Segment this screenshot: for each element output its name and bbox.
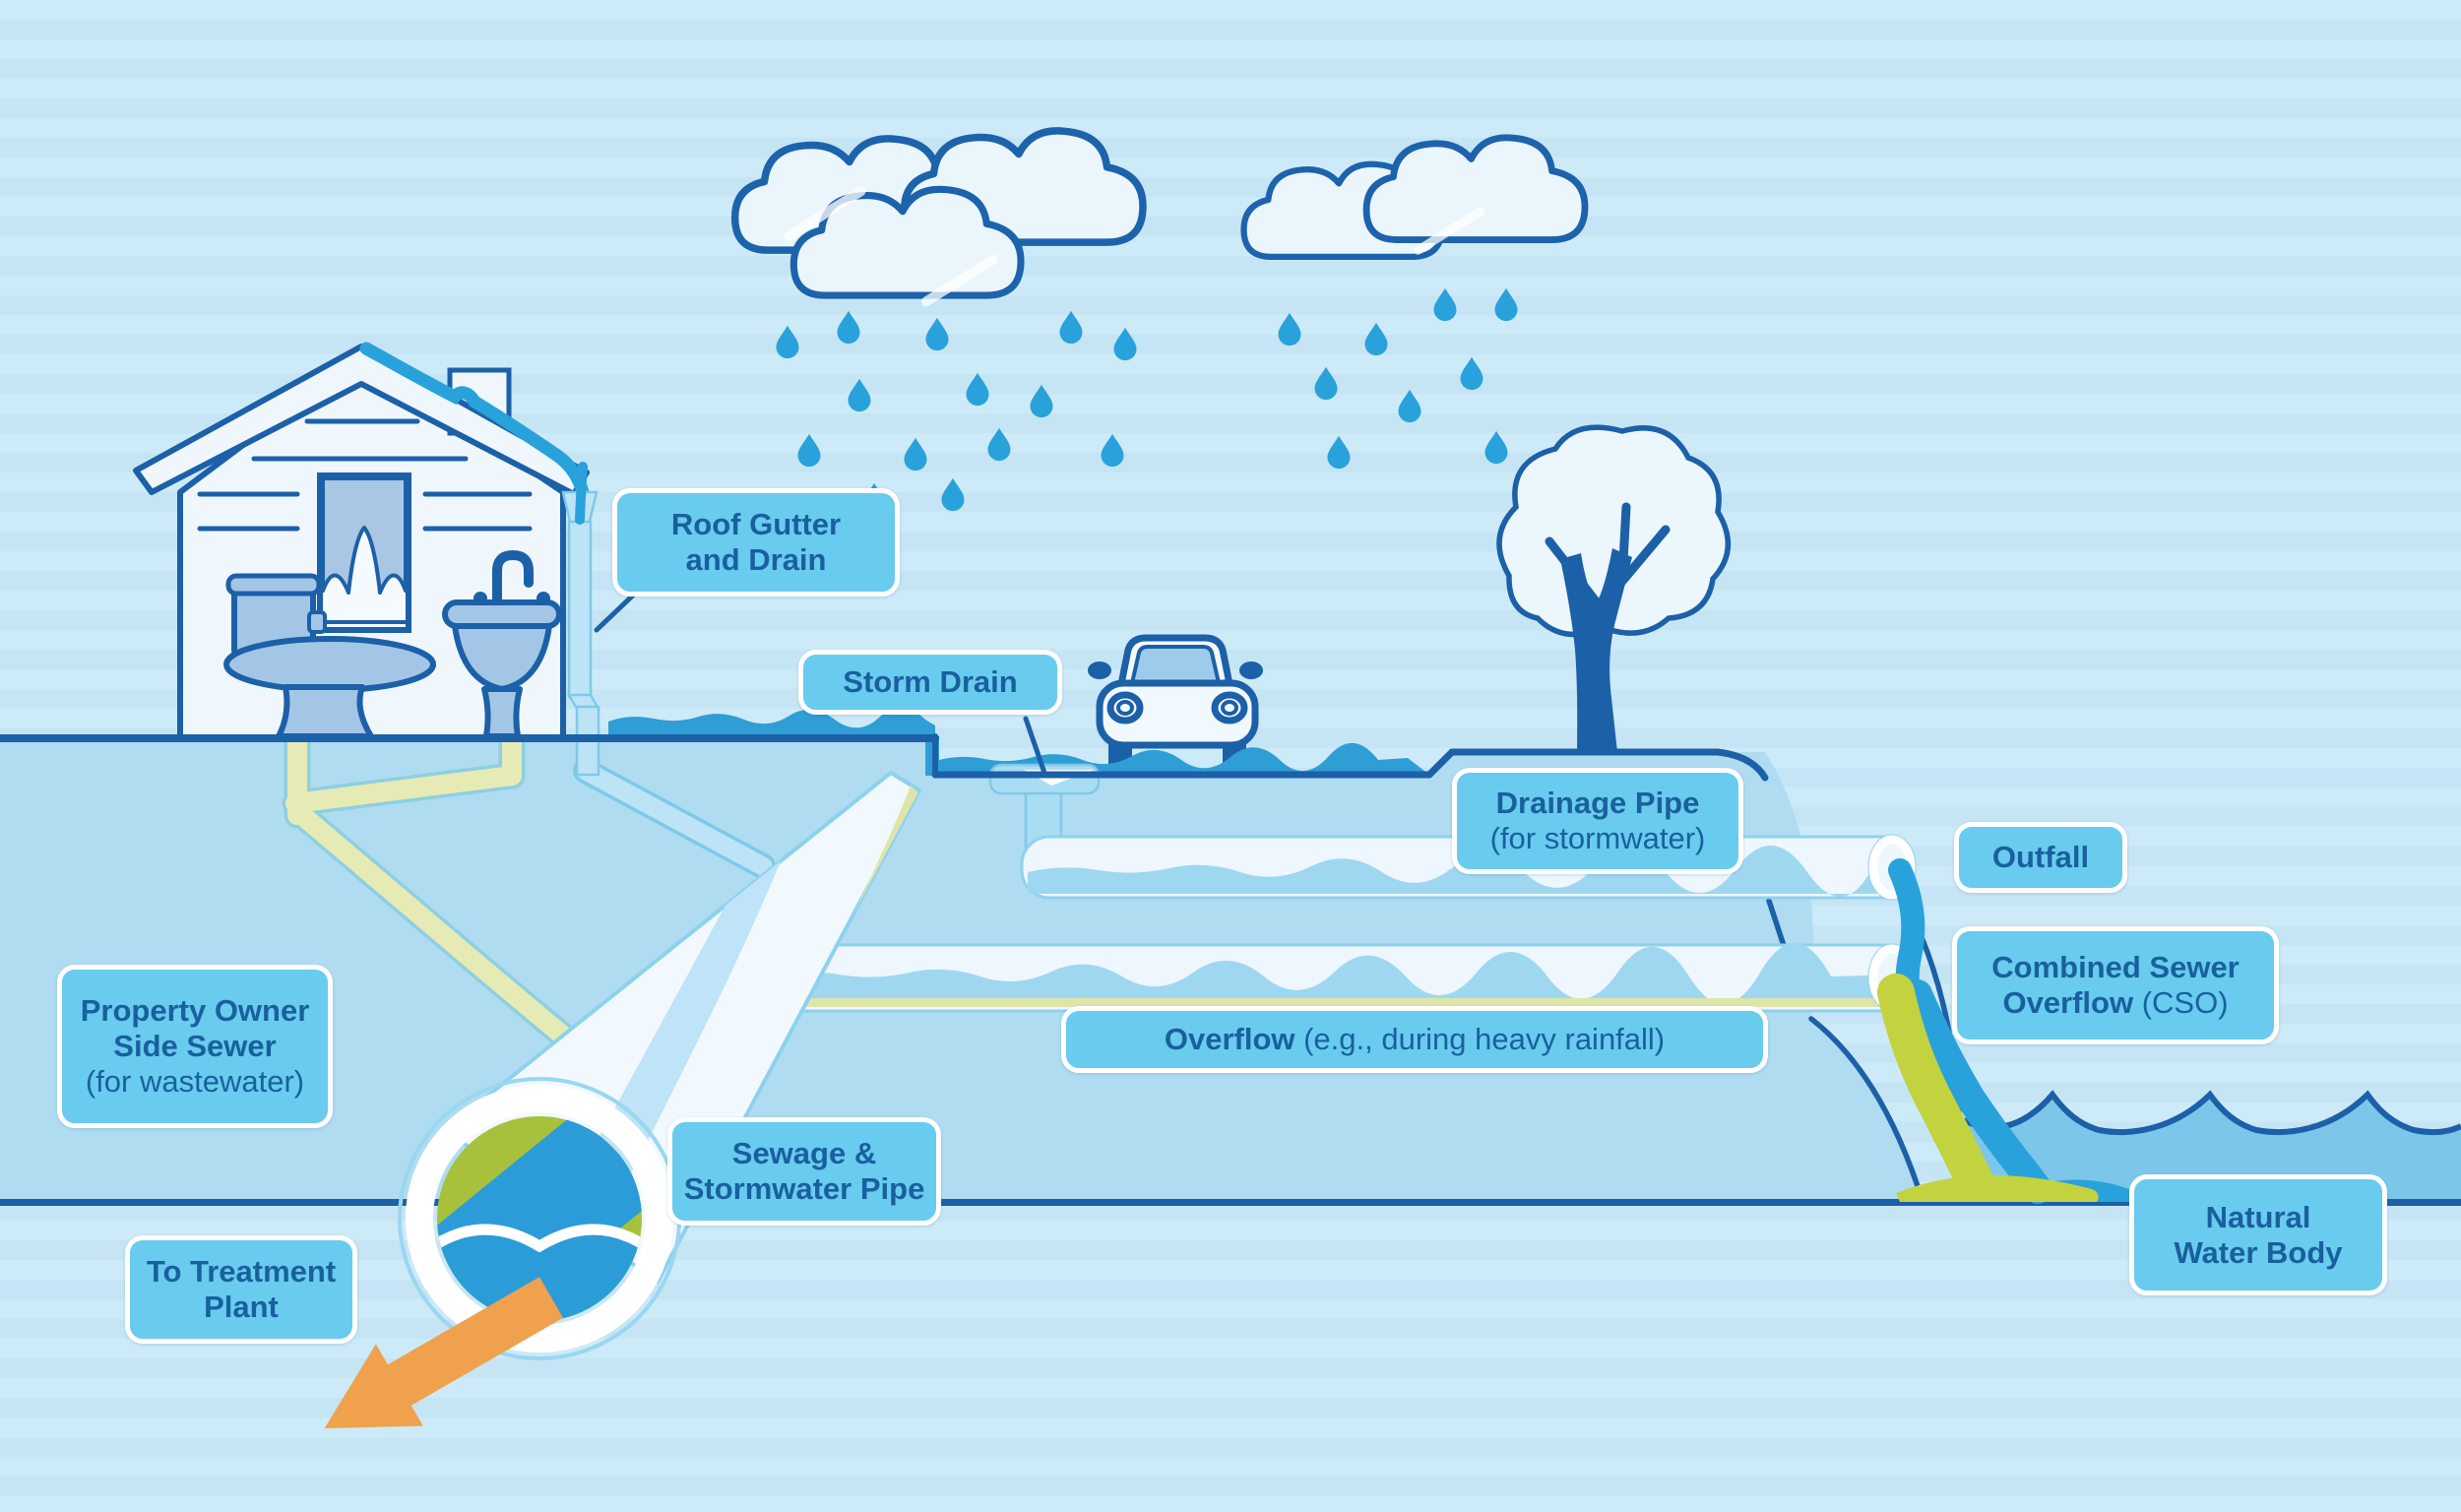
cross-section-crest <box>437 1224 642 1253</box>
label-bold-text: Overflow <box>1164 1022 1295 1057</box>
tree-icon <box>1496 424 1732 752</box>
overflow-pipe <box>758 942 1916 1013</box>
rain-clouds <box>735 131 1585 307</box>
leader-storm-drain <box>1023 716 1048 779</box>
raindrop-icon <box>904 437 927 472</box>
label-line: Storm Drain <box>843 664 1018 700</box>
label-line: Overflow (e.g., during heavy rainfall) <box>1165 1022 1665 1057</box>
raindrop-icon <box>1433 287 1457 322</box>
downspout-underground-pipe <box>573 758 776 879</box>
cso-stream-water <box>1903 979 2052 1204</box>
label-outfall: Outfall <box>1954 822 2127 893</box>
label-line: (for wastewater) <box>85 1063 305 1099</box>
overflow-pipe-sewage-strip <box>770 998 1896 1007</box>
raindrop-icon <box>1484 430 1508 465</box>
bottom-ground-line <box>0 1199 2461 1206</box>
wave-line <box>1955 1090 2461 1136</box>
raindrop-icon <box>1059 310 1083 345</box>
raindrop-icon <box>966 372 989 407</box>
label-drainage-pipe: Drainage Pipe (for stormwater) <box>1452 768 1743 874</box>
raindrop-icon <box>837 310 860 345</box>
label-line: Overflow (CSO) <box>2002 985 2228 1021</box>
label-line: (for stormwater) <box>1489 821 1706 855</box>
downspout-water <box>575 462 588 525</box>
label-line: and Drain <box>685 542 827 577</box>
leader-roof-gutter <box>594 588 641 633</box>
raindrop-icon <box>1278 312 1301 346</box>
leader-lines <box>594 588 1048 779</box>
raindrop-icon <box>1030 384 1053 418</box>
ground-surface-line <box>0 733 1769 782</box>
side-sewer-pipes <box>282 726 602 1071</box>
raindrop-icon <box>1314 366 1338 401</box>
water-body <box>1955 1090 2461 1199</box>
overflow-pipe-water <box>768 942 1894 1005</box>
cloud-shine <box>784 186 1485 307</box>
cso-stream-sewage <box>1877 974 1993 1200</box>
label-to-treatment-plant: To Treatment Plant <box>125 1235 357 1344</box>
label-line: Natural <box>2205 1199 2311 1234</box>
label-line: Roof Gutter <box>670 507 842 542</box>
siding-lines <box>197 418 533 532</box>
label-line: Drainage Pipe <box>1495 786 1700 821</box>
label-overflow: Overflow (e.g., during heavy rainfall) <box>1061 1006 1768 1073</box>
label-regular-text: (e.g., during heavy rainfall) <box>1294 1022 1666 1057</box>
label-bold-text: Overflow <box>2002 985 2134 1020</box>
label-line: Plant <box>204 1290 279 1324</box>
raindrop-icon <box>941 477 965 512</box>
curtains <box>321 476 408 595</box>
raindrop-icon <box>925 317 949 351</box>
raindrops <box>776 287 1518 517</box>
raindrop-icon <box>1327 435 1351 470</box>
raindrop-icon <box>1398 389 1421 423</box>
raindrop-icon <box>1494 287 1518 322</box>
label-regular-text: (CSO) <box>2133 985 2229 1020</box>
raindrop-icon <box>776 325 799 359</box>
label-line: Combined Sewer <box>1991 950 2240 985</box>
raindrop-icon <box>848 378 871 412</box>
label-line: Side Sewer <box>113 1029 277 1064</box>
raindrop-icon <box>987 427 1011 462</box>
label-line: To Treatment <box>146 1254 337 1290</box>
label-line: Sewage & <box>731 1136 877 1171</box>
cso-pools <box>1896 1174 2138 1202</box>
label-storm-drain: Storm Drain <box>798 650 1062 715</box>
sink-icon <box>442 549 562 739</box>
raindrop-icon <box>1101 433 1124 468</box>
label-cso: Combined Sewer Overflow (CSO) <box>1952 926 2279 1044</box>
label-line: Water Body <box>2174 1234 2343 1270</box>
label-natural-water-body: Natural Water Body <box>2129 1174 2387 1295</box>
house-icon <box>133 342 601 777</box>
label-line: Property Owner <box>80 993 310 1029</box>
raindrop-icon <box>1113 327 1137 361</box>
raindrop-icon <box>797 433 821 468</box>
cloud-icon <box>1366 138 1585 240</box>
label-sewage-stormwater-pipe: Sewage & Stormwater Pipe <box>667 1117 941 1226</box>
roof-water-flow <box>359 342 590 499</box>
downspout-pipe <box>561 462 601 777</box>
label-property-side-sewer: Property Owner Side Sewer (for wastewate… <box>57 965 333 1128</box>
window-icon <box>317 472 411 633</box>
raindrop-icon <box>1364 322 1388 356</box>
raindrop-icon <box>1460 356 1483 391</box>
label-line: Outfall <box>1991 840 2090 875</box>
label-roof-gutter: Roof Gutter and Drain <box>612 488 900 597</box>
label-line: Stormwater Pipe <box>683 1171 925 1206</box>
cso-stream <box>1877 974 2052 1204</box>
arrow-down-left-icon <box>324 1277 563 1428</box>
